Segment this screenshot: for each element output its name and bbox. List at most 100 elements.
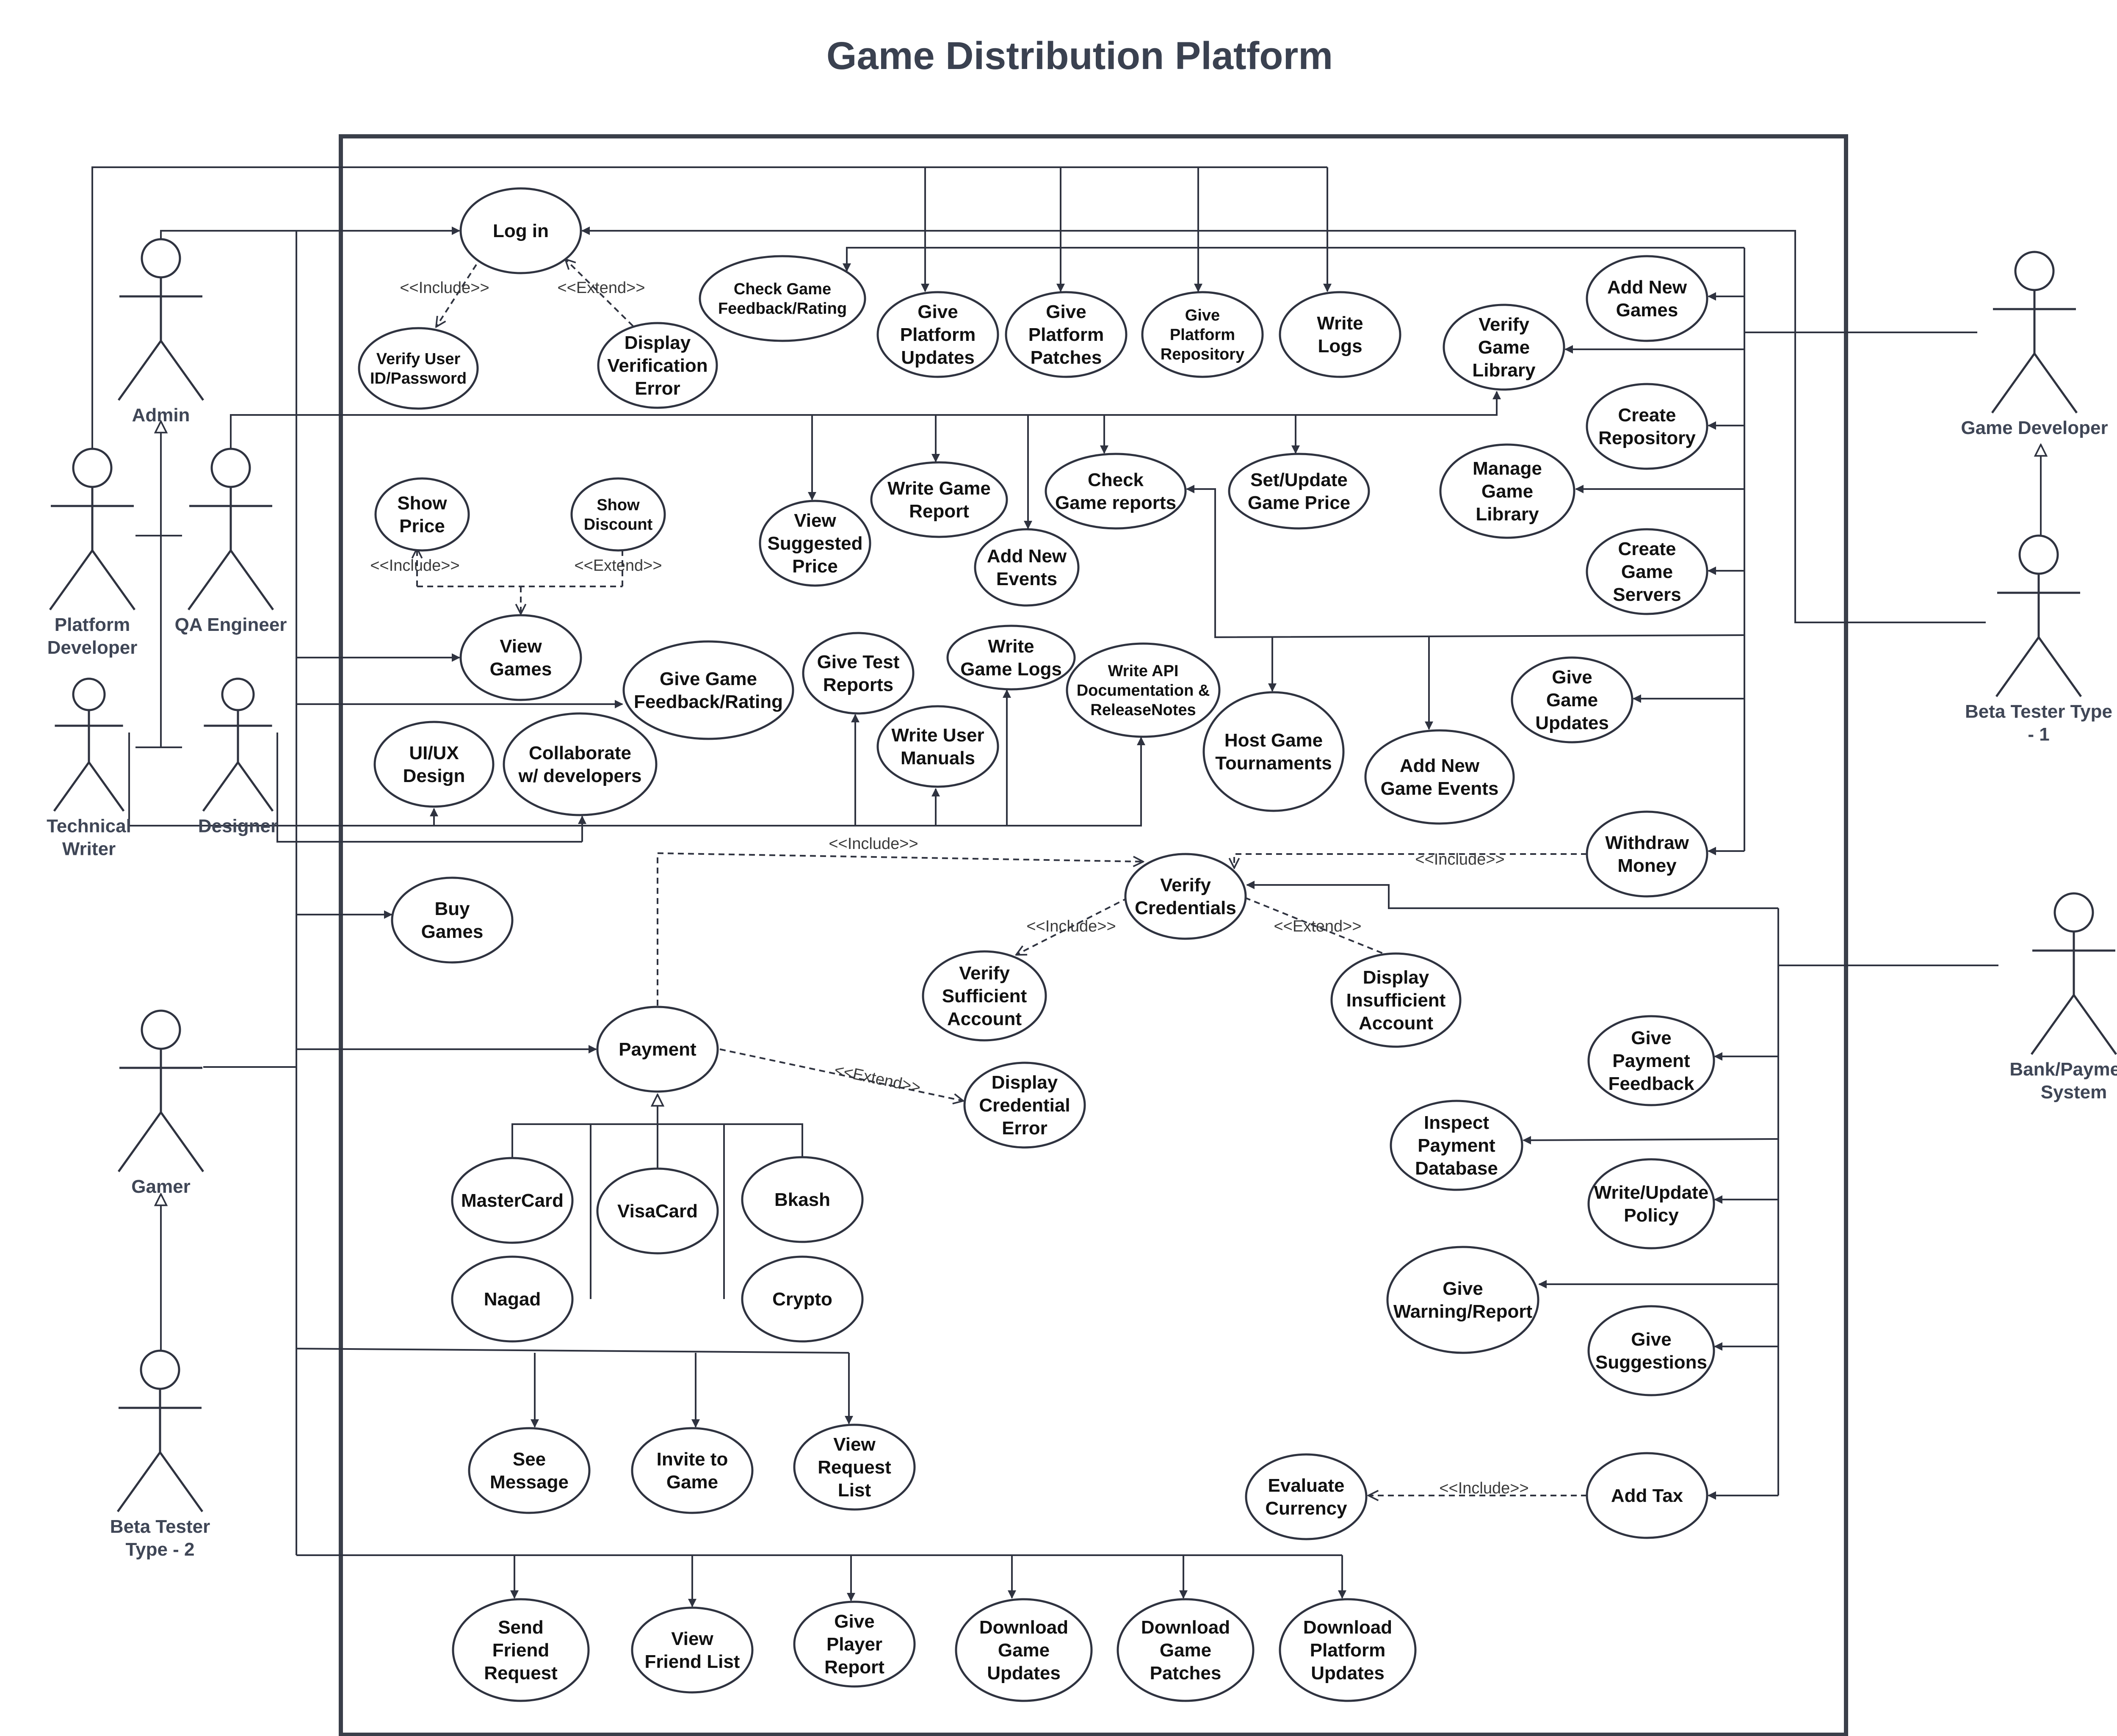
use-case-oval <box>1330 952 1462 1048</box>
use-case-label: Platform <box>1170 326 1235 344</box>
use-case-oval <box>596 1006 719 1093</box>
use-case-label: Patches <box>1150 1663 1222 1683</box>
use-case-label: Price <box>792 556 838 577</box>
use-case-label: Inspect <box>1424 1112 1489 1133</box>
use-case-label: Sufficient <box>942 986 1027 1006</box>
use-case-oval <box>1228 453 1370 530</box>
use-case-oval <box>963 1062 1086 1149</box>
use-case-oval <box>358 327 479 410</box>
dependency-line <box>657 852 1143 1006</box>
use-case-oval <box>631 1427 754 1514</box>
use-case-label: Games <box>490 659 552 680</box>
use-case-label: Repository <box>1598 428 1696 448</box>
association-line <box>276 733 582 843</box>
use-case-label: Game <box>1546 690 1598 710</box>
use-case-oval <box>876 291 999 378</box>
association-line <box>230 391 1501 449</box>
actor-label: Admin <box>132 405 190 426</box>
use-case-oval <box>1586 528 1708 615</box>
association-line <box>843 247 1744 272</box>
actor-head <box>221 677 255 711</box>
use-case-oval <box>946 625 1076 691</box>
use-case-label: Write/Update <box>1594 1182 1709 1203</box>
dependency-line <box>1234 853 1587 868</box>
extend-label: <<Extend>> <box>574 557 662 575</box>
actor-admin: Admin <box>117 238 205 426</box>
use-case-label: View <box>500 636 542 657</box>
use-case-label: Give <box>1631 1028 1671 1048</box>
use-case-oval <box>793 1601 916 1688</box>
actor-beta-tester-1: Beta Tester Type- 1 <box>1965 534 2112 745</box>
use-case-label: Verify <box>1479 314 1529 335</box>
use-case-label: Updates <box>1535 713 1609 733</box>
actor-label: Technical <box>47 815 131 836</box>
dependency-line <box>565 259 634 327</box>
use-case-oval <box>1443 304 1565 391</box>
use-case-oval <box>1141 291 1264 378</box>
actor-label: Platform <box>55 614 130 635</box>
actor-leg <box>2033 353 2078 414</box>
use-case-crypto: Crypto <box>741 1255 864 1343</box>
use-case-label: Write User <box>891 725 984 746</box>
actor-leg <box>2037 636 2082 697</box>
use-case-oval <box>570 477 666 552</box>
use-case-oval <box>699 255 866 342</box>
use-case-oval <box>451 1255 574 1343</box>
use-case-label: Show <box>397 493 447 514</box>
dependency-line <box>1244 897 1387 956</box>
use-case-label: Money <box>1617 855 1677 876</box>
use-case-label: Repository <box>1161 346 1244 363</box>
use-case-oval <box>373 721 495 808</box>
actor-head <box>72 677 106 711</box>
use-case-oval <box>1386 1246 1539 1354</box>
use-case-label: Nagad <box>484 1289 541 1310</box>
use-case-label: Discount <box>584 516 653 534</box>
use-case-label: Games <box>1616 300 1678 321</box>
use-case-oval <box>1279 291 1401 378</box>
use-case-oval <box>1586 810 1708 898</box>
association-line <box>296 1348 849 1354</box>
use-case-label: Credential <box>979 1095 1070 1116</box>
use-case-label: Credentials <box>1135 898 1236 918</box>
use-case-label: Feedback <box>1608 1073 1695 1094</box>
use-case-label: See <box>513 1449 546 1470</box>
use-case-label: Friend <box>492 1640 549 1661</box>
use-case-label: Bkash <box>774 1189 830 1210</box>
use-case-label: Library <box>1472 360 1536 381</box>
use-case-label: Game <box>1621 561 1673 582</box>
use-case-label: Withdraw <box>1605 832 1689 853</box>
use-case-oval <box>1439 443 1575 539</box>
actor-label: - 1 <box>2028 724 2049 745</box>
use-case-label: Game <box>998 1640 1050 1661</box>
use-case-oval <box>741 1156 864 1243</box>
use-case-label: Manage <box>1473 458 1542 479</box>
use-case-oval <box>974 528 1080 607</box>
use-case-label: Give <box>918 301 958 322</box>
actor-leg <box>117 1111 162 1172</box>
use-case-label: Game Price <box>1248 492 1350 513</box>
use-case-label: VisaCard <box>617 1201 698 1222</box>
use-case-label: Request <box>484 1663 558 1683</box>
use-case-label: Verification <box>607 355 708 376</box>
use-case-oval <box>1587 1015 1715 1106</box>
use-case-label: Add New <box>987 546 1067 567</box>
include-label: <<Include>> <box>1415 851 1504 868</box>
